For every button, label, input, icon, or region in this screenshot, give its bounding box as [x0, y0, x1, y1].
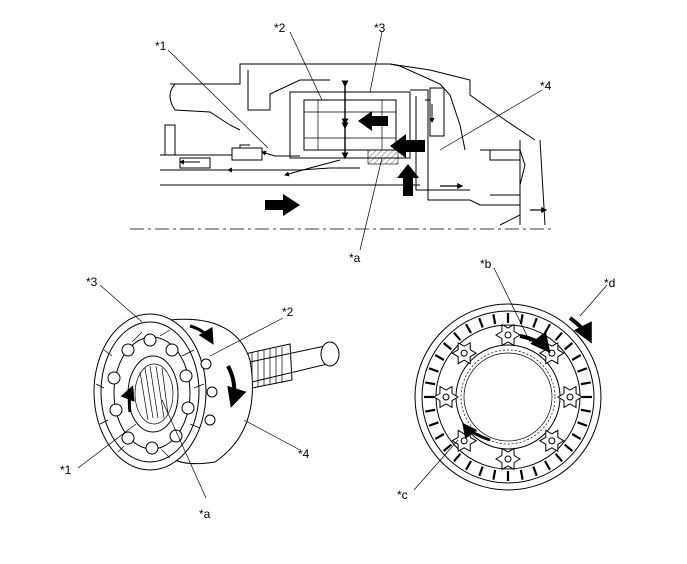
ring-tooth — [492, 469, 497, 480]
sprag-gears — [433, 323, 583, 471]
ring-tooth — [442, 443, 453, 452]
rotation-arrow-icon — [120, 385, 135, 413]
ring-tooth — [554, 331, 563, 342]
ring-tooth — [428, 421, 439, 427]
left-callout-2: *2 — [282, 305, 294, 319]
cross-section-view: *1 *2 *3 *4 *a — [130, 21, 552, 265]
ring-tooth — [580, 408, 591, 413]
flow-arrows — [179, 80, 548, 216]
sprag-gear — [538, 429, 565, 453]
left-callout-a: *a — [199, 507, 211, 521]
rotation-arrow-icon — [226, 365, 247, 408]
ring-tooth — [577, 421, 588, 427]
sprag-rollers — [107, 333, 218, 455]
ring-tooth — [465, 323, 472, 334]
rotation-arrow-icon — [462, 422, 491, 442]
top-callout-a: *a — [349, 251, 361, 265]
ring-tooth — [532, 317, 538, 328]
ring-tooth — [571, 354, 582, 361]
ring-teeth — [424, 313, 592, 481]
left-callout-1: *1 — [60, 463, 72, 477]
ring-tooth — [478, 317, 484, 328]
sprag-gear — [451, 341, 478, 365]
ring-tooth — [453, 452, 462, 463]
ring-tooth — [554, 452, 563, 463]
ring-tooth — [478, 466, 484, 477]
housing — [169, 63, 536, 141]
ring-tooth — [434, 433, 445, 440]
top-callout-2: *2 — [274, 21, 286, 35]
ring-tooth — [492, 314, 497, 325]
ring-tooth — [425, 408, 436, 413]
top-callout-3: *3 — [374, 21, 386, 35]
ring-tooth — [442, 342, 453, 351]
ring-tooth — [563, 443, 574, 452]
ring-tooth — [544, 460, 551, 471]
ring-tooth — [577, 367, 588, 373]
ring-tooth — [453, 331, 462, 342]
sprag-gear — [495, 447, 521, 471]
top-callout-4: *4 — [540, 79, 552, 93]
ring-tooth — [519, 469, 524, 480]
right-callout-d: *d — [604, 276, 615, 290]
sprag-gear — [433, 385, 459, 409]
sprag-hatch — [367, 149, 399, 165]
ring-tooth — [428, 367, 439, 373]
right-callout-b: *b — [480, 257, 492, 271]
ring-tooth — [425, 381, 436, 386]
ring-tooth — [580, 381, 591, 386]
clutch-3d-view: *3 *2 *1 *4 *a — [60, 275, 340, 521]
ring-tooth — [519, 314, 524, 325]
left-callout-4: *4 — [298, 447, 310, 461]
sprag-ring-view: *b *d *c — [397, 257, 615, 502]
sprag-gear — [557, 385, 583, 409]
ring-tooth — [465, 460, 472, 471]
ring-tooth — [434, 354, 445, 361]
top-callout-1: *1 — [155, 39, 167, 53]
left-callout-3: *3 — [86, 275, 98, 289]
right-callout-c: *c — [397, 488, 408, 502]
ring-tooth — [532, 466, 538, 477]
rotation-arrow-icon — [519, 331, 551, 354]
sprag-gear — [495, 323, 521, 347]
ring-tooth — [563, 342, 574, 351]
ring-tooth — [571, 433, 582, 440]
rotation-arrow-icon — [568, 316, 592, 344]
rotation-arrow-icon — [189, 324, 214, 345]
